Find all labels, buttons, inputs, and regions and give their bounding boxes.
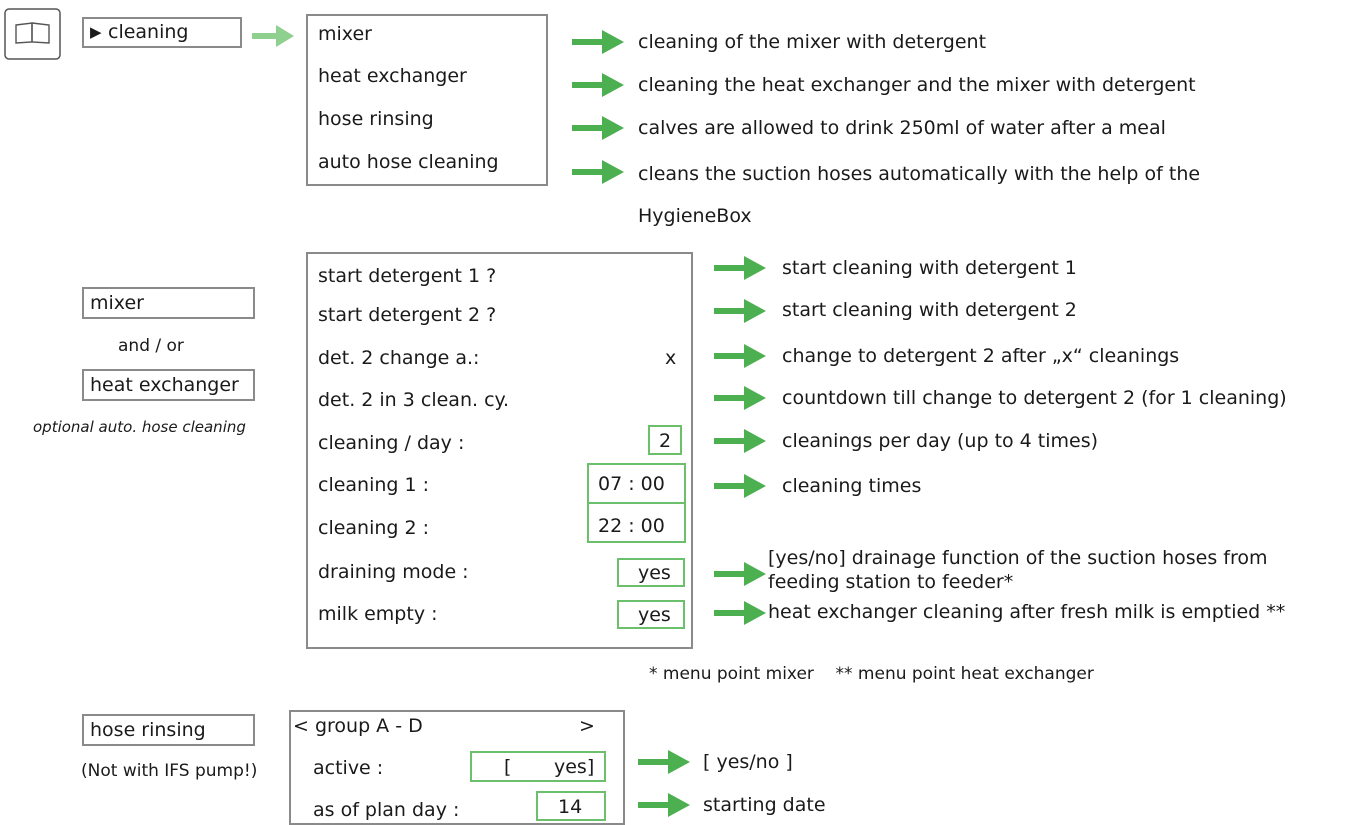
heat-exchanger-label: heat exchanger (90, 374, 239, 396)
arrow-icon (714, 256, 766, 280)
group-next-arrow[interactable]: > (579, 715, 595, 737)
and-or-label: and / or (118, 336, 184, 356)
cleaning-day-value[interactable]: 2 (648, 425, 682, 455)
plan-day-value[interactable]: 14 (536, 791, 606, 821)
arrow-icon (714, 474, 766, 498)
active-value[interactable]: [ yes] (470, 751, 606, 782)
desc-plan-day: starting date (703, 794, 826, 816)
det2-change-value[interactable]: x (665, 347, 677, 369)
start-detergent-1-item[interactable]: start detergent 1 ? (318, 265, 497, 287)
mixer-label: mixer (90, 292, 144, 314)
desc-cleaning-times: cleaning times (782, 475, 922, 497)
cleaning-2-label: cleaning 2 : (318, 517, 430, 539)
arrow-icon (714, 562, 766, 586)
det2-countdown-label: det. 2 in 3 clean. cy. (318, 389, 510, 411)
desc-mixer: cleaning of the mixer with detergent (638, 31, 987, 53)
draining-mode-value[interactable]: yes (617, 558, 685, 587)
start-detergent-2-item[interactable]: start detergent 2 ? (318, 304, 497, 326)
menu-item-mixer[interactable]: mixer (318, 23, 372, 45)
desc-start-det2: start cleaning with detergent 2 (782, 299, 1077, 321)
divider (589, 502, 684, 504)
det2-change-label: det. 2 change a.: (318, 347, 480, 369)
arrow-icon (572, 116, 624, 140)
cleaning-2-value[interactable]: 22 : 00 (598, 515, 665, 537)
milk-empty-value[interactable]: yes (617, 600, 685, 629)
desc-start-det1: start cleaning with detergent 1 (782, 257, 1077, 279)
desc-draining: [yes/no] drainage function of the suctio… (768, 547, 1268, 569)
draining-mode-label: draining mode : (318, 561, 469, 583)
cleaning-menu-box[interactable]: ▶ cleaning (82, 17, 242, 48)
triangle-right-icon: ▶ (90, 23, 102, 41)
desc-milk-empty: heat exchanger cleaning after fresh milk… (768, 601, 1286, 623)
arrow-icon (638, 750, 690, 774)
desc-countdown: countdown till change to detergent 2 (fo… (782, 387, 1287, 409)
hose-rinsing-box: hose rinsing (82, 714, 255, 746)
cleaning-1-value[interactable]: 07 : 00 (598, 473, 665, 495)
menu-item-hose-rinsing[interactable]: hose rinsing (318, 108, 434, 130)
arrow-icon (252, 25, 294, 47)
menu-item-auto-hose-cleaning[interactable]: auto hose cleaning (318, 151, 499, 173)
arrow-icon (714, 429, 766, 453)
cleaning-1-label: cleaning 1 : (318, 474, 430, 496)
cleaning-submenu: mixer heat exchanger hose rinsing auto h… (306, 14, 548, 186)
arrow-icon (714, 344, 766, 368)
active-label: active : (313, 757, 384, 779)
desc-active: [ yes/no ] (703, 751, 793, 773)
arrow-icon (572, 30, 624, 54)
desc-draining-2: feeding station to feeder* (768, 571, 1014, 593)
cleaning-settings-box: start detergent 1 ? start detergent 2 ? … (306, 252, 693, 649)
ifs-pump-note: (Not with IFS pump!) (81, 761, 258, 781)
mixer-box: mixer (82, 287, 255, 319)
group-selector[interactable]: < group A - D (293, 715, 423, 737)
desc-heat-exchanger: cleaning the heat exchanger and the mixe… (638, 74, 1196, 96)
menu-item-heat-exchanger[interactable]: heat exchanger (318, 65, 467, 87)
arrow-icon (714, 299, 766, 323)
arrow-icon (714, 386, 766, 410)
desc-auto-hose-cleaning-2: HygieneBox (638, 205, 752, 227)
desc-cleanings-per-day: cleanings per day (up to 4 times) (782, 430, 1099, 452)
cleaning-label: cleaning (108, 21, 189, 43)
footnote: * menu point mixer ** menu point heat ex… (649, 664, 1094, 684)
desc-det2-change: change to detergent 2 after „x“ cleaning… (782, 345, 1180, 367)
milk-empty-label: milk empty : (318, 603, 438, 625)
hose-rinsing-label: hose rinsing (90, 719, 206, 741)
heat-exchanger-box: heat exchanger (82, 369, 255, 401)
arrow-icon (638, 793, 690, 817)
optional-note: optional auto. hose cleaning (33, 418, 246, 436)
cleaning-day-label: cleaning / day : (318, 432, 465, 454)
desc-hose-rinsing: calves are allowed to drink 250ml of wat… (638, 117, 1166, 139)
plan-day-label: as of plan day : (313, 799, 460, 821)
arrow-icon (572, 160, 624, 184)
desc-auto-hose-cleaning: cleans the suction hoses automatically w… (638, 163, 1201, 185)
arrow-icon (572, 73, 624, 97)
book-icon (4, 8, 61, 60)
arrow-icon (714, 601, 766, 625)
